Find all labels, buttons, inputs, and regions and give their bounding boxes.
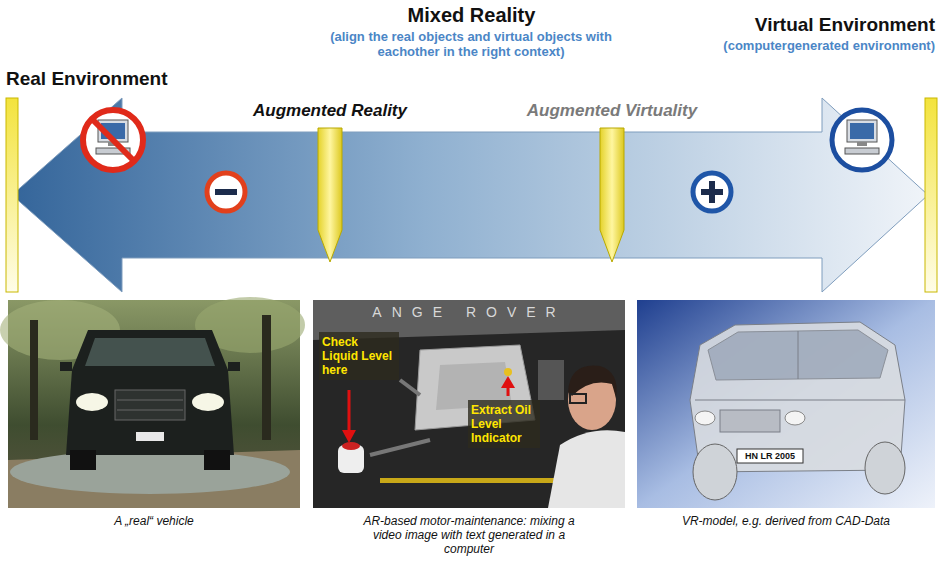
vr-car-wheel	[693, 444, 737, 500]
label-slot: Augmented Reality	[220, 101, 440, 121]
end-bar	[6, 98, 18, 292]
car-grille	[115, 390, 185, 420]
text-slot: Extract Oil Level Indicator	[471, 403, 537, 445]
computer-icon	[857, 142, 867, 146]
label-slot: Real Environment	[6, 68, 226, 90]
engine-pipe	[400, 380, 420, 395]
photo-background	[313, 300, 625, 508]
car-wheel	[70, 450, 96, 470]
car-windshield	[85, 338, 215, 366]
photo-caption: VR-model, e.g. derived from CAD-Data	[637, 514, 935, 528]
hood-lettering: ANGE ROVER	[313, 304, 625, 320]
minus-symbol	[207, 173, 245, 211]
marker-pin	[600, 128, 624, 262]
tree-trunk	[262, 315, 271, 440]
photo-caption: AR-based motor-maintenance: mixing a vid…	[349, 514, 589, 556]
annotation-text: Extract Oil Level Indicator	[471, 403, 537, 445]
computer-ring	[832, 110, 892, 170]
car-mirror	[228, 362, 240, 371]
computer-icon	[832, 110, 892, 170]
photo-panel: A „real“ vehicle	[8, 300, 300, 570]
subtitle: (align the real objects and virtual obje…	[311, 29, 631, 59]
continuum-arrow	[12, 98, 928, 292]
car-body	[66, 330, 234, 455]
vr-car-grille	[720, 410, 780, 432]
computer-icon	[847, 120, 877, 142]
photo-background	[637, 300, 935, 508]
plate-text: HN LR 2005	[737, 449, 803, 463]
engine-part	[380, 478, 560, 483]
vr-car-frame	[695, 400, 905, 401]
computer-icon	[845, 148, 879, 154]
annotation-text: Check Liquid Level here	[322, 335, 396, 377]
photo-caption: A „real“ vehicle	[8, 514, 300, 528]
car-mirror	[60, 362, 72, 371]
label-slot: Augmented Virtuality	[497, 101, 727, 121]
vr-car-plate	[737, 449, 803, 463]
label-slot: Virtual Environment	[600, 14, 935, 36]
plus-symbol	[693, 173, 731, 211]
tree-trunk	[30, 320, 38, 440]
prohibition-sign	[92, 119, 134, 161]
annotation-box: Check Liquid Level here	[319, 332, 399, 380]
end-bar	[925, 98, 937, 292]
text-slot: Check Liquid Level here	[322, 335, 396, 377]
vr-car-window	[708, 330, 888, 380]
car-grille	[117, 400, 183, 401]
photo-panel: Check Liquid Level hereExtract Oil Level…	[313, 300, 625, 570]
water-splash	[10, 450, 290, 494]
car-plate	[136, 432, 164, 441]
end-label: Virtual Environment	[600, 14, 935, 36]
text-slot: ANGE ROVER	[313, 304, 625, 320]
label-slot: (computergenerated environment)	[600, 38, 935, 53]
vr-car-wheel	[865, 442, 905, 494]
vr-car-headlight	[695, 411, 715, 425]
computer-icon	[850, 123, 874, 139]
marker-pin	[318, 128, 342, 262]
photo-panel: HN LR 2005VR-model, e.g. derived from CA…	[637, 300, 935, 570]
minus-symbol	[215, 189, 237, 195]
text-slot: VR-model, e.g. derived from CAD-Data	[637, 514, 935, 528]
car-wheel	[204, 450, 230, 470]
fluid-reservoir	[342, 442, 360, 450]
end-sublabel: (computergenerated environment)	[600, 38, 935, 53]
leader-arrow	[501, 376, 515, 388]
plus-symbol	[709, 181, 715, 203]
car-grille	[117, 410, 183, 411]
label-slot: (align the real objects and virtual obje…	[311, 29, 631, 59]
text-slot: HN LR 2005	[737, 449, 803, 463]
stage-label: Augmented Virtuality	[497, 101, 727, 121]
car-headlight	[76, 393, 108, 411]
leader-arrow	[342, 430, 356, 443]
leader-arrow	[348, 390, 351, 432]
dipstick	[504, 368, 512, 376]
car-headlight	[192, 393, 224, 411]
road	[8, 450, 300, 508]
end-label: Real Environment	[6, 68, 226, 90]
text-slot: A „real“ vehicle	[8, 514, 300, 528]
person	[548, 430, 625, 508]
person	[570, 394, 586, 403]
text-slot: AR-based motor-maintenance: mixing a vid…	[349, 514, 589, 556]
vr-car-headlight	[785, 411, 805, 425]
engine-part	[538, 360, 564, 400]
stage-label: Augmented Reality	[220, 101, 440, 121]
computer-icon	[83, 110, 143, 170]
engine-pipe	[370, 440, 430, 455]
vr-car-frame	[798, 331, 799, 379]
prohibition-sign	[83, 110, 143, 170]
annotation-box: Extract Oil Level Indicator	[468, 400, 540, 448]
